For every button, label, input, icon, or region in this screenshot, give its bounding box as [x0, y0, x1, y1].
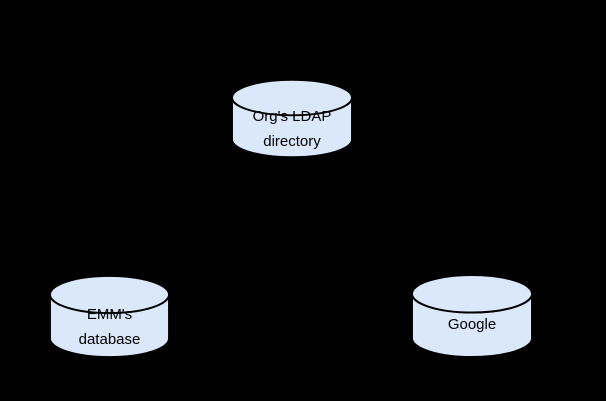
- database-cylinder-icon: [410, 273, 534, 359]
- database-cylinder-icon: [48, 274, 171, 359]
- node-emms-database: EMM's database: [48, 274, 171, 360]
- node-orgs-ldap-directory: Org's LDAP directory: [230, 78, 354, 160]
- node-google: Google: [410, 273, 534, 360]
- database-cylinder-icon: [230, 78, 354, 159]
